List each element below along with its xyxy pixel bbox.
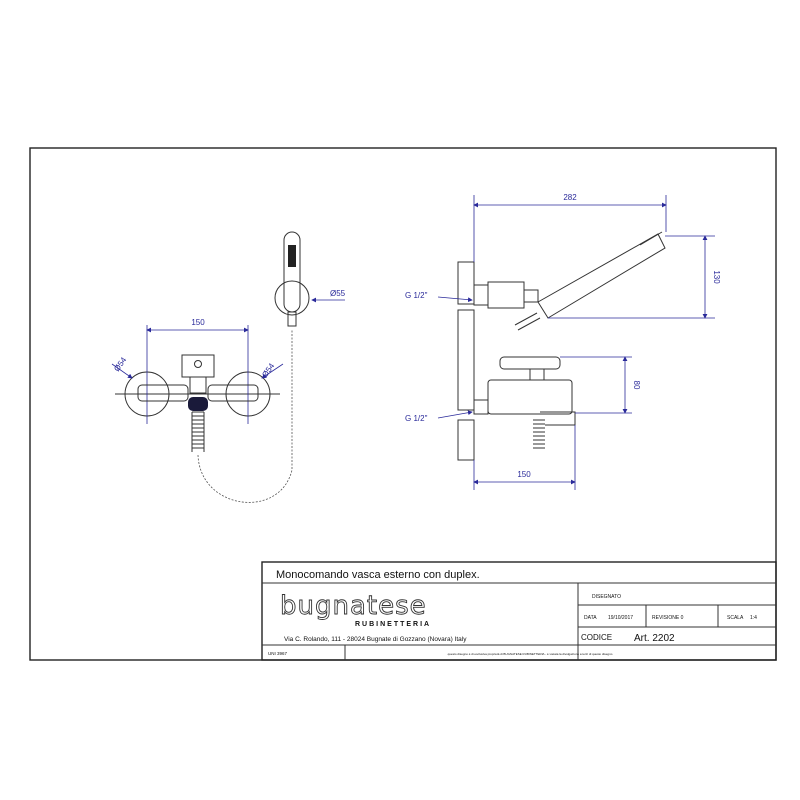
side-view: 282 130 80 150 G 1/2" G 1/2" xyxy=(405,193,721,490)
footer-left: UNI 3967 xyxy=(268,651,288,656)
dim-left-diameter: Ø54 xyxy=(112,355,128,373)
front-view: 150 Ø54 Ø54 Ø55 xyxy=(111,231,346,503)
dim-side-shower-height: 130 xyxy=(712,270,721,284)
address: Via C. Rolando, 111 - 28024 Bugnate di G… xyxy=(284,636,467,643)
thread-lower-label: G 1/2" xyxy=(405,414,428,423)
codice-label: CODICE xyxy=(581,633,612,642)
data-label: DATA xyxy=(584,615,597,621)
scala-value: 1:4 xyxy=(750,615,757,621)
title-block: Monocomando vasca esterno con duplex. bu… xyxy=(261,561,777,661)
scala-label: SCALA xyxy=(727,615,744,621)
dim-side-total-length: 282 xyxy=(563,193,577,202)
data-value: 19/10/2017 xyxy=(608,615,633,621)
dim-front-width: 150 xyxy=(191,318,205,327)
footer-note: questo disegno è di esclusiva proprietà … xyxy=(448,652,613,656)
dim-side-mixer-length: 150 xyxy=(517,470,531,479)
thread-upper-label: G 1/2" xyxy=(405,291,428,300)
codice-value: Art. 2202 xyxy=(634,633,675,644)
brand-logo: bugnatese xyxy=(280,591,427,621)
dim-side-mixer-height: 80 xyxy=(632,381,641,390)
product-title: Monocomando vasca esterno con duplex. xyxy=(276,569,480,581)
dim-holder-diameter: Ø55 xyxy=(330,289,346,298)
disegnato-label: DISEGNATO xyxy=(592,594,621,600)
revisione-label: REVISIONE 0 xyxy=(652,615,684,621)
brand-subtitle: RUBINETTERIA xyxy=(355,621,431,628)
